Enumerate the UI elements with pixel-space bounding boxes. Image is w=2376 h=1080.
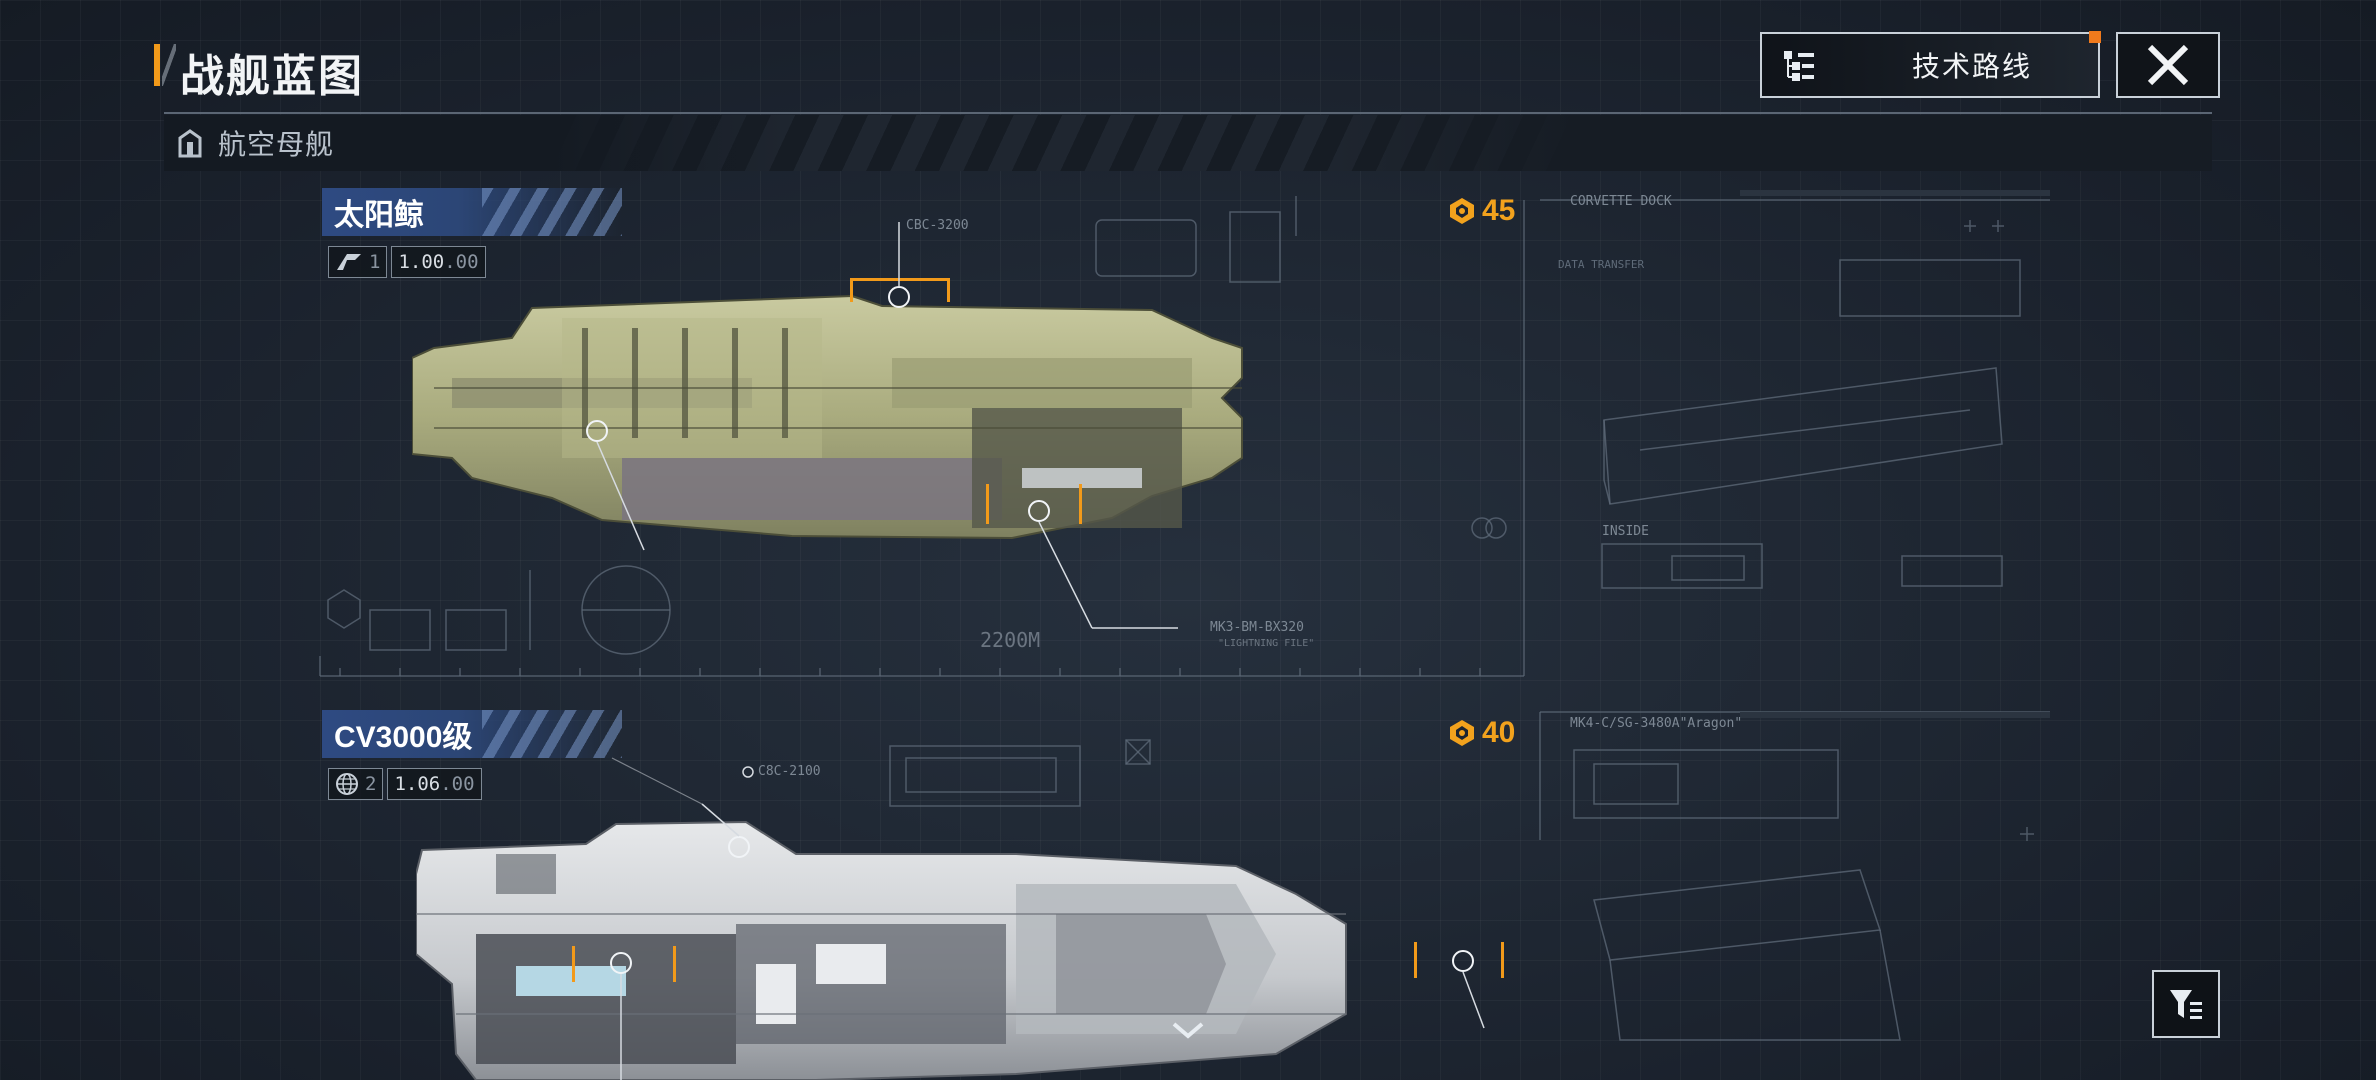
hotspot-marker[interactable] [728, 836, 750, 858]
highlight-bracket [986, 484, 1082, 524]
ratio-badge: 1.00 .00 [391, 246, 486, 278]
page-title: 战舰蓝图 [180, 52, 364, 101]
title-accent-bar [154, 44, 160, 86]
leader-lines [596, 222, 1178, 629]
faction-icon [337, 254, 361, 270]
ship-stats: 1 1.00 .00 [328, 246, 486, 278]
module-label-top: CBC-3200 [906, 218, 969, 233]
highlight-bracket [1414, 942, 1504, 978]
ship-name-tag: 太阳鲸 [322, 188, 622, 236]
category-label: 航空母舰 [218, 129, 335, 160]
tech-tree-icon [1782, 48, 1816, 82]
tech-route-button[interactable]: 技术路线 [1760, 31, 2101, 98]
leader-lines [611, 757, 1485, 1080]
filter-icon [2170, 990, 2202, 1019]
side-sub-label: DATA TRANSFER [1558, 258, 1645, 271]
notification-dot [2089, 31, 2101, 43]
tier-badge: 1 [328, 246, 388, 278]
close-button[interactable] [2116, 32, 2220, 98]
ship-card-2[interactable]: CV3000级 2 1.06 .00 40 [322, 710, 1522, 1080]
side-label: CORVETTE DOCK [1570, 194, 1672, 209]
highlight-bracket [572, 946, 676, 982]
side-label: MK4-C/SG-3480A"Aragon" [1570, 716, 1743, 731]
hotspot-marker[interactable] [586, 420, 608, 442]
ratio-badge: 1.06 .00 [387, 768, 482, 800]
cost-value: 40 [1482, 716, 1516, 749]
chevron-down-icon[interactable] [1168, 1016, 1208, 1044]
highlight-bracket [850, 278, 950, 302]
length-label: 2200M [980, 628, 1041, 652]
inside-label: INSIDE [1602, 524, 1649, 539]
ship-card-1[interactable]: 太阳鲸 1 1.00 .00 45 [322, 188, 1522, 668]
carrier-icon [176, 128, 204, 158]
ratio-decimal: .00 [440, 773, 475, 795]
ratio-main: 1.00 [398, 251, 445, 273]
tech-route-label: 技术路线 [1912, 51, 2033, 82]
cost-value: 45 [1482, 194, 1516, 227]
tier-number: 2 [365, 773, 377, 795]
filter-button[interactable] [2152, 970, 2220, 1038]
hotspot-marker[interactable] [888, 286, 910, 308]
tier-badge: 2 [328, 768, 384, 800]
ship-name-tag: CV3000级 [322, 710, 622, 758]
module-label-bottom-sub: "LIGHTNING FILE" [1218, 638, 1315, 649]
module-label-bottom: MK3-BM-BX320 [1210, 620, 1304, 635]
module-label-top: C8C-2100 [758, 764, 821, 779]
ship-stats: 2 1.06 .00 [328, 768, 482, 800]
hotspot-marker[interactable] [1028, 500, 1050, 522]
ship-name: CV3000级 [334, 721, 473, 754]
hotspot-marker[interactable] [610, 952, 632, 974]
ship-cost: 45 [1448, 194, 1515, 228]
cost-coin-icon [1450, 720, 1474, 746]
tier-number: 1 [369, 251, 381, 273]
cost-coin-icon [1450, 198, 1474, 224]
close-icon [2147, 44, 2189, 86]
ship-image [412, 294, 1243, 540]
title-slash-decoration [162, 44, 176, 86]
hotspot-marker[interactable] [1452, 950, 1474, 972]
faction-globe-icon [336, 773, 358, 795]
ship-image [416, 820, 1347, 1080]
category-bar[interactable]: 航空母舰 [164, 115, 2212, 171]
ratio-main: 1.06 [394, 773, 441, 795]
ratio-decimal: .00 [444, 251, 479, 273]
header-divider [164, 112, 2212, 114]
ship-name: 太阳鲸 [334, 199, 424, 232]
ship-cost: 40 [1448, 716, 1515, 750]
